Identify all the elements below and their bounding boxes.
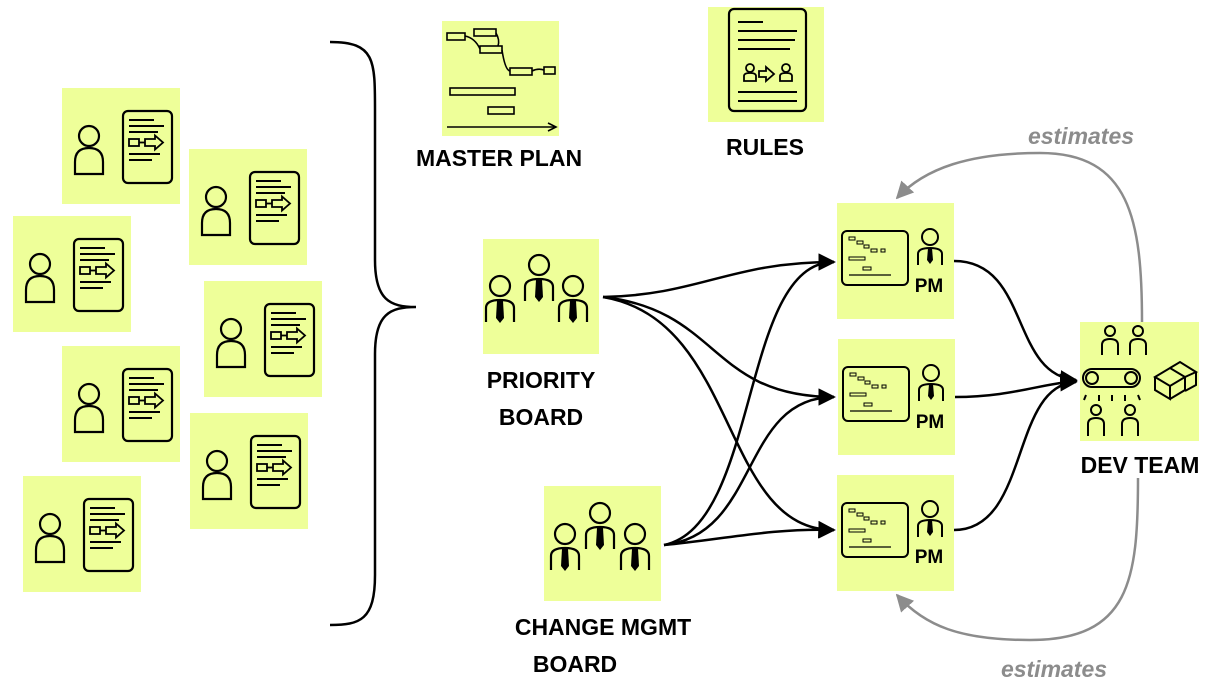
connector-pm1-to-dev xyxy=(953,259,1078,388)
connector-change-to-pm2 xyxy=(663,388,836,547)
connector-priority-to-pm2 xyxy=(602,295,836,406)
gantt-chart-icon xyxy=(446,28,558,132)
change-board-label-line1: CHANGE MGMT xyxy=(515,614,691,640)
requester-note xyxy=(62,346,180,462)
estimates-arrow-bottom xyxy=(895,477,1140,642)
pm-note: PM xyxy=(838,339,955,455)
board-to-pm-connectors xyxy=(602,253,836,547)
requester-note xyxy=(23,476,141,592)
requester-note xyxy=(190,413,308,529)
rules-label: RULES xyxy=(726,134,804,160)
connector-pm2-to-dev xyxy=(954,373,1078,399)
team-conveyor-boxes-icon xyxy=(1082,325,1199,436)
grouping-brace xyxy=(329,40,417,627)
dev-team-note xyxy=(1080,322,1199,441)
connector-change-to-pm1 xyxy=(663,253,836,547)
master-plan-label: MASTER PLAN xyxy=(416,145,582,171)
rules-document-icon xyxy=(727,7,808,113)
requester-note xyxy=(204,281,322,397)
dev-team-label: DEV TEAM xyxy=(1081,452,1200,478)
priority-board-label-line2: BOARD xyxy=(499,404,583,430)
estimates-label-bottom: estimates xyxy=(1001,656,1107,682)
change-board-label-line2: BOARD xyxy=(533,651,617,677)
pm-note: PM xyxy=(837,203,954,319)
connector-priority-to-pm1 xyxy=(602,253,836,299)
change-board-note xyxy=(544,486,661,601)
priority-board-note xyxy=(483,239,599,354)
requester-note xyxy=(62,88,180,204)
connector-pm3-to-dev xyxy=(953,374,1078,532)
pm-label: PM xyxy=(915,276,944,297)
pm-label: PM xyxy=(916,412,945,433)
master-plan-note xyxy=(442,21,559,136)
connector-priority-to-pm3 xyxy=(602,295,836,539)
connector-change-to-pm3 xyxy=(663,520,836,547)
requester-note xyxy=(13,216,131,332)
requester-note xyxy=(189,149,307,265)
rules-note xyxy=(708,7,824,122)
estimates-arrow-top xyxy=(895,151,1144,323)
priority-board-label-line1: PRIORITY xyxy=(487,367,596,393)
estimates-label-top: estimates xyxy=(1028,123,1134,149)
pm-note: PM xyxy=(837,475,954,591)
pm-label: PM xyxy=(915,547,944,568)
pm-to-dev-connectors xyxy=(953,259,1078,532)
